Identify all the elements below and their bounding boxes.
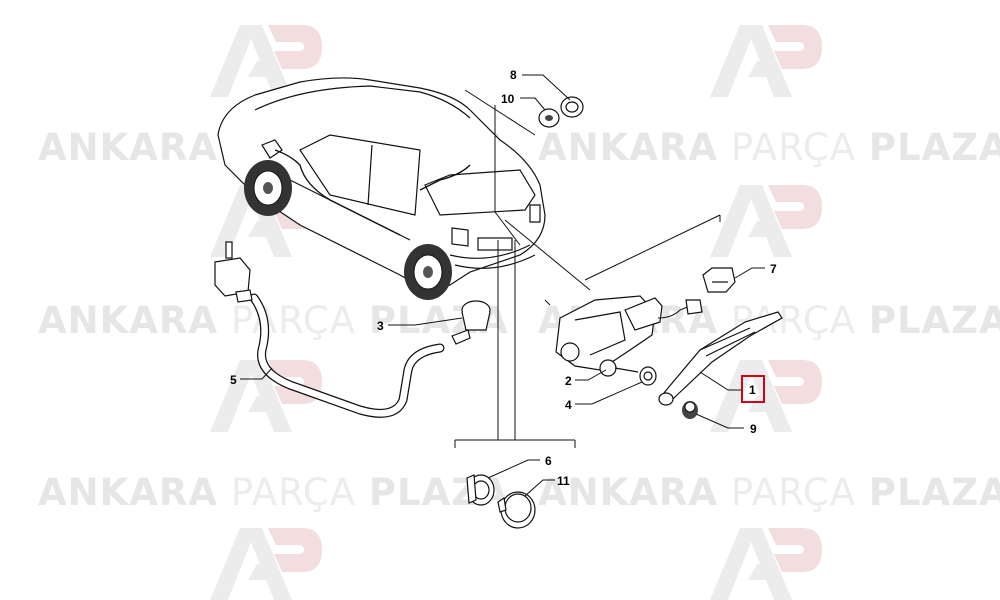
ap-logo-watermark — [710, 185, 822, 257]
part-connector — [702, 267, 736, 293]
car-illustration — [217, 77, 546, 300]
part-cap — [560, 96, 584, 118]
rear-wheel — [404, 244, 452, 300]
ap-logo-watermark — [710, 25, 822, 97]
callout-1-highlight-box — [741, 375, 765, 403]
callout-5: 5 — [230, 373, 237, 387]
part-grommet — [538, 108, 560, 128]
callout-3: 3 — [377, 319, 384, 333]
callout-11: 11 — [557, 474, 570, 488]
callout-6: 6 — [545, 454, 552, 468]
ap-logo-watermark — [210, 25, 322, 97]
ap-logo-watermark — [710, 528, 822, 600]
ap-logo-watermark — [210, 528, 322, 600]
watermark-brand-mid: PARÇA — [231, 299, 356, 342]
svg-text:ANKARA PARÇA PLAZA: ANKARA PARÇA PLAZA — [538, 471, 1000, 514]
callout-leaders — [240, 74, 765, 497]
watermark-brand-right: PLAZA — [869, 299, 1000, 342]
part-washer-hose — [214, 241, 445, 418]
callout-2: 2 — [565, 374, 572, 388]
watermark-brand-mid: PARÇA — [731, 126, 856, 169]
part-washer-nozzle — [451, 300, 491, 345]
callout-10: 10 — [501, 92, 515, 106]
callout-8: 8 — [510, 68, 517, 82]
part-lamp-holder — [466, 474, 495, 506]
part-wiper-motor — [555, 295, 703, 377]
ap-logo-watermark — [710, 360, 822, 432]
part-nut-cover — [682, 401, 698, 419]
watermark-brand-left: ANKARA — [38, 126, 218, 169]
watermark-brand-right: PLAZA — [869, 471, 1000, 514]
svg-text:ANKARA PARÇA PLAZA: ANKARA PARÇA PLAZA — [38, 471, 509, 514]
watermark-brand-left: ANKARA — [38, 471, 218, 514]
watermark-brand-mid: PARÇA — [731, 471, 856, 514]
part-bushing — [639, 366, 657, 386]
callout-4: 4 — [565, 398, 572, 412]
part-wiper-arm — [658, 311, 783, 406]
watermark-brand-mid: PARÇA — [231, 471, 356, 514]
callout-1[interactable]: 1 — [749, 383, 756, 397]
callout-9: 9 — [750, 422, 757, 436]
watermark-brand-left: ANKARA — [38, 299, 218, 342]
part-cover-disc — [497, 491, 536, 529]
svg-text:ANKARA PARÇA PLAZA: ANKARA PARÇA PLAZA — [38, 299, 509, 342]
watermark-brand-right: PLAZA — [869, 126, 1000, 169]
watermark-brand-left: ANKARA — [538, 126, 718, 169]
svg-text:ANKARA PARÇA PLAZA: ANKARA PARÇA PLAZA — [538, 126, 1000, 169]
front-wheel — [244, 160, 292, 216]
watermark-brand-left: ANKARA — [538, 471, 718, 514]
callout-labels: 8 10 7 3 2 4 9 5 6 11 1 — [230, 68, 777, 488]
routing-lines — [454, 89, 721, 448]
callout-7: 7 — [770, 262, 777, 276]
